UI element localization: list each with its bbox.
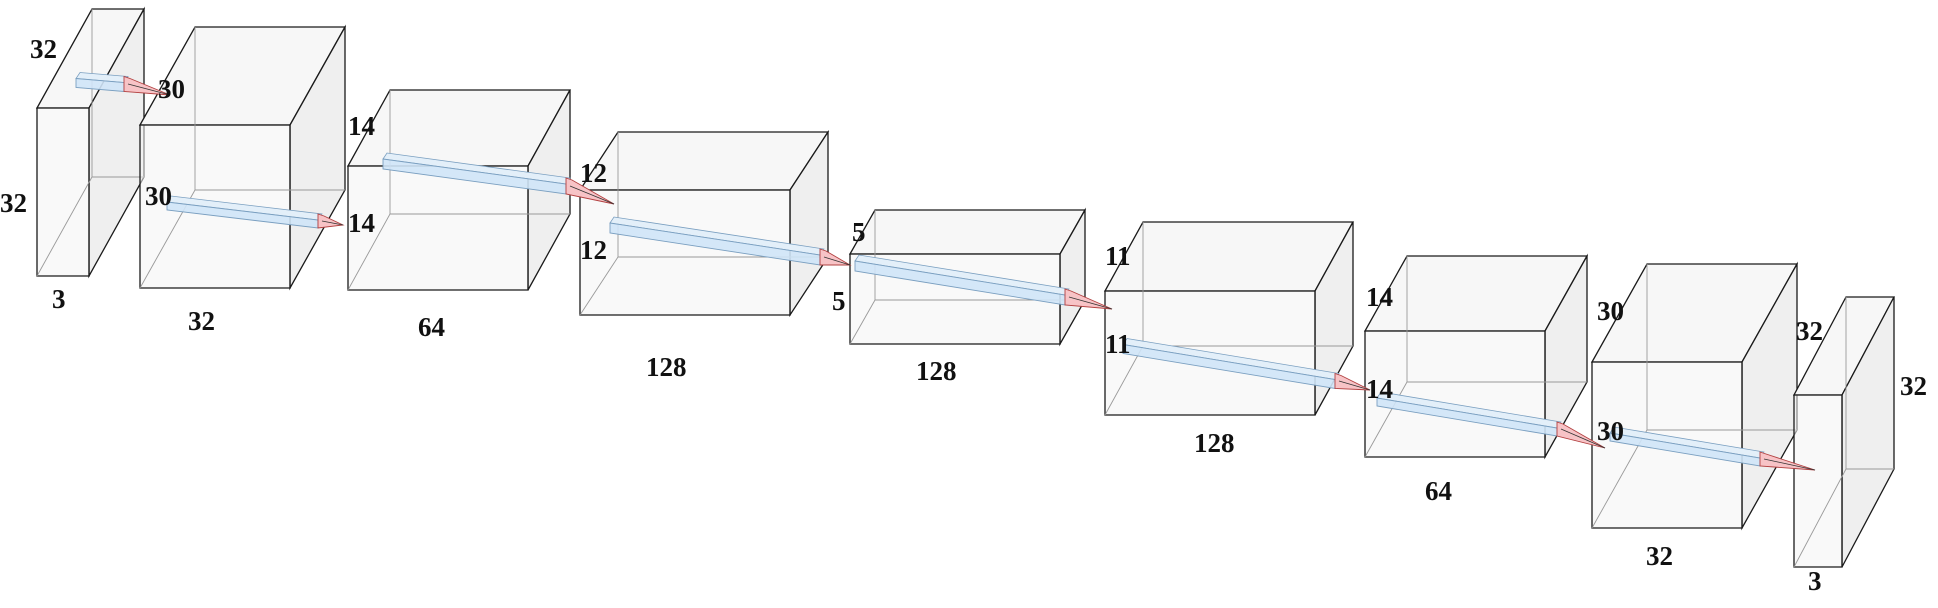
dimension-label-depth: 32 [1646,541,1673,571]
dimension-label-width: 11 [1105,241,1131,271]
dimension-label-height: 30 [145,181,172,211]
cone-axis [1068,296,1113,310]
cone-axis [1338,380,1371,391]
layer-block-deconv1 [1103,221,1355,416]
dimension-label-width: 32 [1796,316,1823,346]
dimension-label-height: 32 [1900,371,1927,401]
dimension-label-height: 11 [1105,329,1131,359]
dimension-label-height: 14 [348,111,375,141]
dimension-label-width: 30 [158,74,185,104]
cone-axis [823,256,851,266]
dimension-label-width: 30 [1597,296,1624,326]
cone-axis [1560,428,1606,449]
block-hidden-edge [1364,381,1408,458]
kernel-connection-input-to-conv1 [75,72,171,96]
dimension-label-depth: 32 [188,306,215,336]
block-top-face [848,209,1087,255]
block-hidden-edge [849,299,876,345]
layer-block-output [1792,296,1896,568]
cone-axis [1763,458,1816,471]
dimension-label-depth: 128 [646,352,687,382]
layer-block-conv1 [138,24,347,291]
dimension-label-height: 5 [832,286,846,316]
block-hidden-edge [347,213,391,291]
kernel-connection-deconv1-to-deconv2 [1122,338,1371,391]
block-hidden-edge [579,256,619,316]
dimension-label-depth: 64 [1425,476,1452,506]
block-hidden-edge [36,176,93,277]
cone-axis [569,185,615,205]
dimension-label-width: 14 [348,208,375,238]
dimension-label-width: 32 [0,188,27,218]
kernel-connection-deconv3-to-output [1609,426,1816,471]
dimension-label-height: 14 [1366,374,1393,404]
dimension-label-depth: 128 [1194,428,1235,458]
kernel-connection-conv1-to-conv2 [166,195,345,229]
dimension-label-width: 5 [852,217,866,247]
block-front-face [1793,394,1843,568]
cone-axis [127,83,171,96]
block-top-face [1103,221,1355,292]
dimension-label-width: 12 [580,158,607,188]
block-front-face [36,107,90,277]
dimension-label-depth: 3 [1808,566,1822,596]
dimension-label-depth: 128 [916,356,957,386]
block-hidden-edge [1793,468,1847,568]
dimension-label-height: 12 [580,235,607,265]
cone-axis [321,220,344,226]
dimension-label-width: 14 [1366,282,1393,312]
layer-block-input [35,6,146,279]
dimension-label-height: 32 [30,34,57,64]
block-hidden-edge [1591,429,1648,529]
kernel-connection-deconv2-to-deconv3 [1376,391,1606,449]
dimension-label-depth: 64 [418,312,445,342]
kernel-connection-conv2-to-conv3 [382,152,615,205]
dimension-label-height: 30 [1597,416,1624,446]
kernel-connection-conv4-to-deconv1 [854,254,1113,310]
block-hidden-edge [1104,345,1144,416]
kernel-connection-conv3-to-conv4 [609,216,852,266]
block-top-face [578,131,830,191]
dimension-label-depth: 3 [52,284,66,314]
